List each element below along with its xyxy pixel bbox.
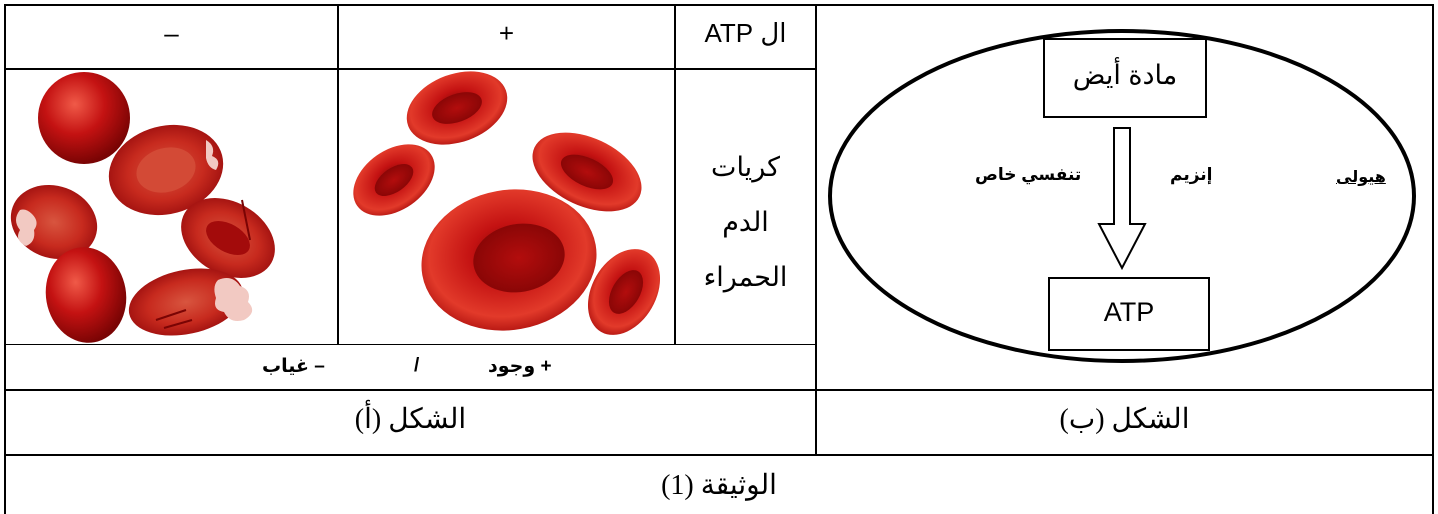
header-absent: – bbox=[6, 18, 337, 49]
damaged-red-blood-cells-image bbox=[6, 70, 337, 344]
caption-figure-b: الشكل (ب) bbox=[817, 402, 1432, 436]
healthy-cell-top bbox=[397, 70, 518, 158]
legend-present: + وجود bbox=[488, 355, 552, 378]
row-label-line-2: الدم bbox=[676, 195, 815, 250]
damaged-cell-sphere bbox=[38, 72, 130, 164]
label-respiratory: تنفسي خاص bbox=[975, 165, 1081, 185]
row-line-document bbox=[4, 454, 1434, 456]
label-cytoplasm: هيولى bbox=[1336, 167, 1386, 187]
atp-box: ATP bbox=[1048, 277, 1210, 351]
legend-separator: / bbox=[414, 355, 419, 377]
row-label-line-1: كريات bbox=[676, 140, 815, 195]
caption-figure-a: الشكل (أ) bbox=[6, 402, 815, 436]
metabolite-box: مادة أيض bbox=[1043, 38, 1207, 118]
label-enzyme: إنزيم bbox=[1170, 165, 1213, 185]
header-present: + bbox=[339, 18, 674, 49]
document-title: الوثيقة (1) bbox=[6, 468, 1432, 502]
healthy-red-blood-cells-image bbox=[339, 70, 674, 344]
row-label-red-blood-cells: كريات الدم الحمراء bbox=[676, 140, 815, 305]
border-right bbox=[1432, 4, 1434, 514]
header-atp: ال ATP bbox=[676, 18, 815, 49]
row-label-line-3: الحمراء bbox=[676, 250, 815, 305]
atp-box-label: ATP bbox=[1050, 297, 1208, 328]
healthy-cell-left bbox=[340, 130, 448, 231]
legend-absent: – غياب bbox=[262, 355, 325, 378]
row-line-caption bbox=[4, 389, 1434, 391]
down-arrow-icon bbox=[1099, 128, 1145, 268]
row-line-legend bbox=[4, 344, 816, 345]
metabolite-label: مادة أيض bbox=[1045, 60, 1205, 91]
